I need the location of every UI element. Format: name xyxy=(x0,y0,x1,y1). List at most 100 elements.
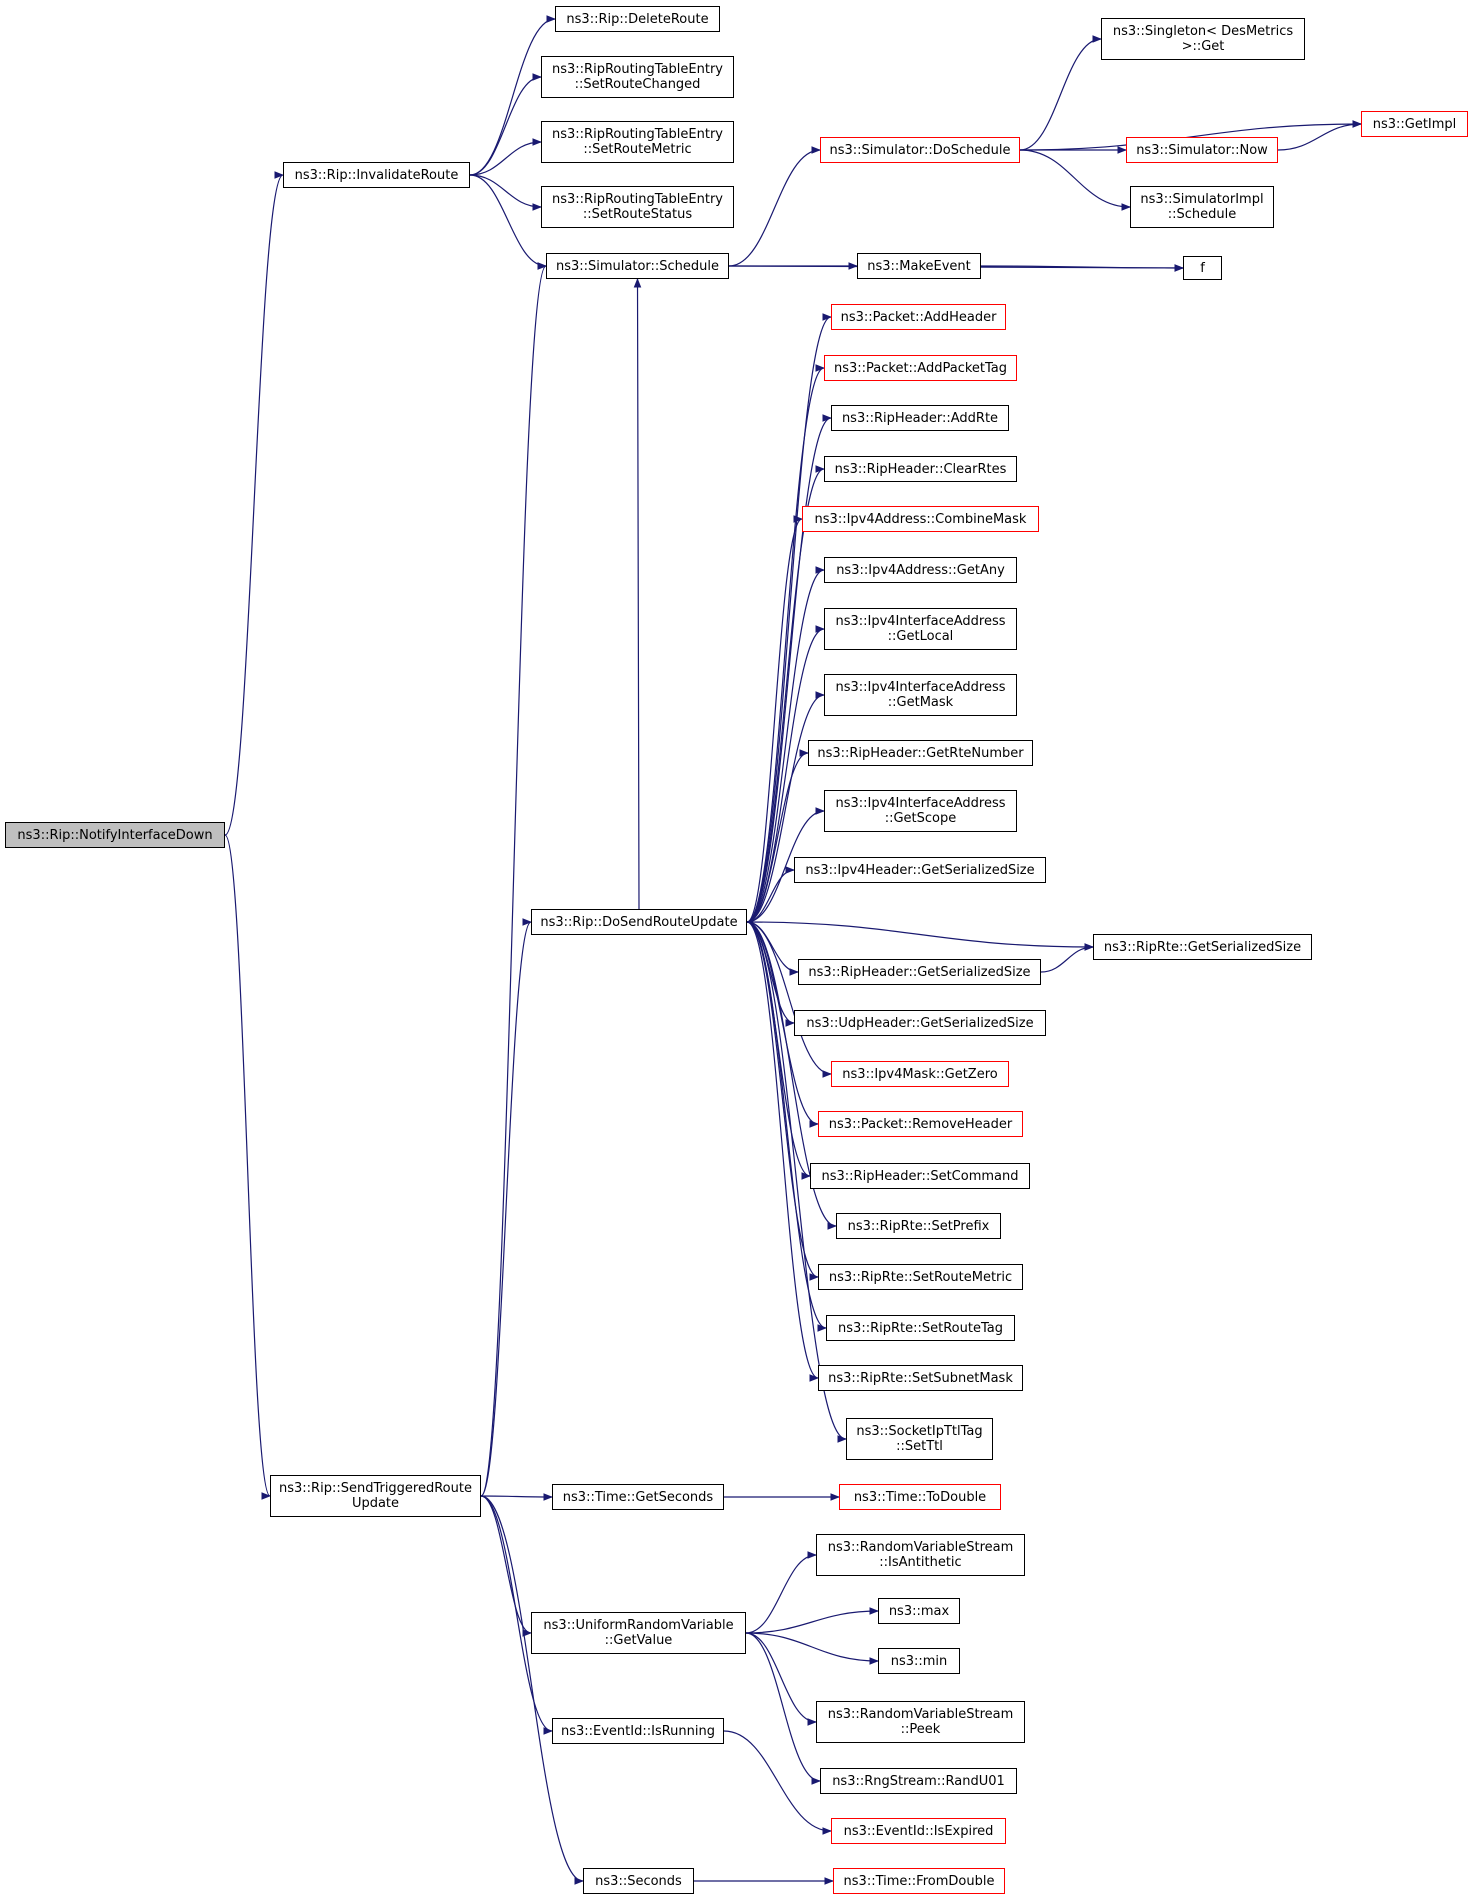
node-label: ns3::RipHeader::GetRteNumber xyxy=(817,746,1023,761)
node-label-line: >::Get xyxy=(1181,39,1225,54)
node-getimpl[interactable]: ns3::GetImpl xyxy=(1361,111,1468,137)
node-setprefix[interactable]: ns3::RipRte::SetPrefix xyxy=(836,1213,1001,1239)
node-deleteroute[interactable]: ns3::Rip::DeleteRoute xyxy=(555,6,720,32)
node-label: ns3::Simulator::DoSchedule xyxy=(829,143,1010,158)
node-isantithetic[interactable]: ns3::RandomVariableStream::IsAntithetic xyxy=(816,1534,1025,1576)
node-getzero[interactable]: ns3::Ipv4Mask::GetZero xyxy=(831,1061,1009,1087)
node-setsubnetmask[interactable]: ns3::RipRte::SetSubnetMask xyxy=(818,1365,1023,1391)
node-max[interactable]: ns3::max xyxy=(878,1598,960,1624)
node-f[interactable]: f xyxy=(1183,256,1222,280)
edge-dosend-to-udphdrsize xyxy=(746,921,795,1027)
node-ipv4hdrsize[interactable]: ns3::Ipv4Header::GetSerializedSize xyxy=(794,857,1046,883)
edge-dosend-to-setsubnetmask xyxy=(746,921,819,1382)
node-label: ns3::RipHeader::ClearRtes xyxy=(835,462,1007,477)
node-label-line: ns3::Ipv4Address::GetAny xyxy=(836,562,1005,578)
node-setroutemetric_r[interactable]: ns3::RipRte::SetRouteMetric xyxy=(818,1264,1023,1290)
node-addpackettag[interactable]: ns3::Packet::AddPacketTag xyxy=(824,355,1017,381)
node-label-line: ns3::Packet::RemoveHeader xyxy=(828,1116,1013,1132)
node-getany[interactable]: ns3::Ipv4Address::GetAny xyxy=(824,557,1017,583)
node-label-line: ns3::min xyxy=(890,1653,948,1669)
node-label: ns3::Ipv4InterfaceAddress::GetMask xyxy=(835,680,1005,710)
edge-sendtriggered-to-schedule xyxy=(480,262,547,1497)
node-getseconds[interactable]: ns3::Time::GetSeconds xyxy=(552,1484,724,1510)
node-clearrtes[interactable]: ns3::RipHeader::ClearRtes xyxy=(824,456,1017,482)
edge-dosend-to-getrtenumber xyxy=(746,749,809,923)
node-label: ns3::Seconds xyxy=(595,1874,682,1889)
node-label: ns3::RipHeader::SetCommand xyxy=(822,1169,1019,1184)
edge-dosend-to-clearrtes xyxy=(746,465,825,923)
node-isrunning[interactable]: ns3::EventId::IsRunning xyxy=(552,1718,724,1744)
node-label: ns3::Time::FromDouble xyxy=(844,1874,995,1889)
node-combinemask[interactable]: ns3::Ipv4Address::CombineMask xyxy=(802,506,1039,532)
node-dosend[interactable]: ns3::Rip::DoSendRouteUpdate xyxy=(531,909,747,935)
node-label-line: ns3::RipRte::SetRouteMetric xyxy=(828,1269,1013,1285)
node-addheader[interactable]: ns3::Packet::AddHeader xyxy=(831,304,1006,330)
node-label: ns3::UniformRandomVariable::GetValue xyxy=(543,1618,733,1648)
node-riprtesize[interactable]: ns3::RipRte::GetSerializedSize xyxy=(1093,934,1312,960)
node-fromdouble[interactable]: ns3::Time::FromDouble xyxy=(833,1868,1005,1894)
node-setroutetag[interactable]: ns3::RipRte::SetRouteTag xyxy=(826,1315,1015,1341)
node-label-line: ns3::RipRte::SetRouteTag xyxy=(838,1320,1003,1336)
node-randu01[interactable]: ns3::RngStream::RandU01 xyxy=(820,1768,1017,1794)
edge-riphdrsize-to-riprtesize xyxy=(1040,943,1094,973)
node-label-line: ns3::EventId::IsExpired xyxy=(843,1823,994,1839)
node-label-line: ::SetRouteMetric xyxy=(583,142,692,157)
node-setroutemetric_e[interactable]: ns3::RipRoutingTableEntry::SetRouteMetri… xyxy=(541,121,734,163)
node-removeheader[interactable]: ns3::Packet::RemoveHeader xyxy=(818,1111,1023,1137)
node-label: ns3::RipHeader::AddRte xyxy=(842,411,998,426)
node-getlocal[interactable]: ns3::Ipv4InterfaceAddress::GetLocal xyxy=(824,608,1017,650)
node-riphdrsize[interactable]: ns3::RipHeader::GetSerializedSize xyxy=(798,959,1041,985)
node-label: ns3::RipRoutingTableEntry::SetRouteStatu… xyxy=(552,192,723,222)
node-label-line: ns3::RipHeader::SetCommand xyxy=(821,1168,1019,1184)
node-label-line: ns3::RngStream::RandU01 xyxy=(832,1773,1005,1789)
node-label: ns3::RandomVariableStream::IsAntithetic xyxy=(828,1540,1014,1570)
node-label: ns3::EventId::IsRunning xyxy=(561,1724,715,1739)
node-setroutestatus[interactable]: ns3::RipRoutingTableEntry::SetRouteStatu… xyxy=(541,186,734,228)
edge-dosend-to-setroutetag xyxy=(746,921,827,1332)
node-label-line: ns3::Seconds xyxy=(595,1873,682,1889)
node-label-line: f xyxy=(1200,260,1205,276)
node-uniformgetvalue[interactable]: ns3::UniformRandomVariable::GetValue xyxy=(531,1612,746,1654)
node-now[interactable]: ns3::Simulator::Now xyxy=(1126,137,1278,163)
node-peek[interactable]: ns3::RandomVariableStream::Peek xyxy=(816,1701,1025,1743)
node-schedule[interactable]: ns3::Simulator::Schedule xyxy=(546,253,729,279)
node-label-line: ns3::RipRte::SetSubnetMask xyxy=(828,1370,1013,1386)
edge-doschedule-to-singleton xyxy=(1019,35,1102,151)
node-min[interactable]: ns3::min xyxy=(878,1648,960,1674)
node-addrte[interactable]: ns3::RipHeader::AddRte xyxy=(831,405,1009,431)
node-setttl[interactable]: ns3::SocketIpTtlTag::SetTtl xyxy=(846,1418,993,1460)
node-label: ns3::RipRte::SetSubnetMask xyxy=(828,1371,1013,1386)
node-label-line: ns3::SimulatorImpl xyxy=(1140,192,1264,207)
node-label-line: ns3::Rip::SendTriggeredRoute xyxy=(279,1481,472,1496)
edge-notify-to-sendtriggered xyxy=(224,834,271,1500)
node-label: ns3::GetImpl xyxy=(1373,117,1457,132)
node-label-line: ns3::RipRoutingTableEntry xyxy=(552,62,723,77)
node-label-line: ns3::Simulator::DoSchedule xyxy=(829,142,1011,158)
edge-layer xyxy=(224,15,1362,1885)
node-getrtenumber[interactable]: ns3::RipHeader::GetRteNumber xyxy=(808,740,1033,766)
node-label-line: ns3::Ipv4InterfaceAddress xyxy=(835,614,1006,629)
node-todouble[interactable]: ns3::Time::ToDouble xyxy=(839,1484,1001,1510)
node-singleton[interactable]: ns3::Singleton< DesMetrics>::Get xyxy=(1101,18,1305,60)
node-invalidate[interactable]: ns3::Rip::InvalidateRoute xyxy=(283,162,470,188)
node-setroutechanged[interactable]: ns3::RipRoutingTableEntry::SetRouteChang… xyxy=(541,56,734,98)
node-simimpl[interactable]: ns3::SimulatorImpl::Schedule xyxy=(1130,186,1274,228)
node-label-line: ns3::Time::ToDouble xyxy=(853,1489,987,1505)
node-label: ns3::Ipv4InterfaceAddress::GetLocal xyxy=(835,614,1005,644)
node-doschedule[interactable]: ns3::Simulator::DoSchedule xyxy=(820,137,1020,163)
node-label-line: ns3::Ipv4InterfaceAddress xyxy=(835,796,1006,811)
node-udphdrsize[interactable]: ns3::UdpHeader::GetSerializedSize xyxy=(794,1010,1046,1036)
node-isexpired[interactable]: ns3::EventId::IsExpired xyxy=(831,1818,1006,1844)
node-label-line: ns3::Ipv4Mask::GetZero xyxy=(842,1066,998,1082)
edge-dosend-to-setprefix xyxy=(746,921,837,1230)
node-makeevent[interactable]: ns3::MakeEvent xyxy=(857,253,981,279)
node-label-line: ns3::SocketIpTtlTag xyxy=(856,1424,983,1439)
edge-invalidate-to-setroutechanged xyxy=(469,73,542,176)
node-label-line: ns3::RipRte::SetPrefix xyxy=(847,1218,990,1234)
edge-sendtriggered-to-seconds xyxy=(480,1495,584,1885)
node-seconds[interactable]: ns3::Seconds xyxy=(583,1868,694,1894)
node-getscope[interactable]: ns3::Ipv4InterfaceAddress::GetScope xyxy=(824,790,1017,832)
node-getmask[interactable]: ns3::Ipv4InterfaceAddress::GetMask xyxy=(824,674,1017,716)
node-setcommand[interactable]: ns3::RipHeader::SetCommand xyxy=(810,1163,1030,1189)
